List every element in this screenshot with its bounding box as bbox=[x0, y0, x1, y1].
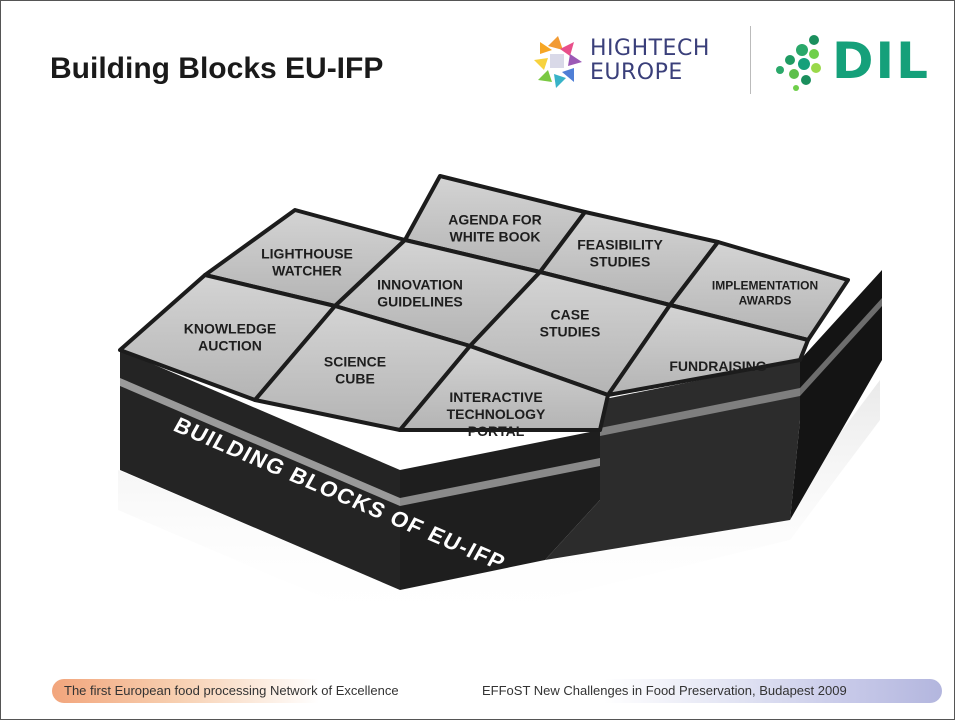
block-label: TECHNOLOGY bbox=[447, 406, 546, 422]
footer-right-text: EFFoST New Challenges in Food Preservati… bbox=[482, 683, 847, 698]
base-stripe-right-side bbox=[800, 298, 882, 396]
block-label: FUNDRAISING bbox=[669, 358, 766, 374]
base-stripe-center bbox=[400, 458, 600, 506]
dil-logo: DIL bbox=[768, 28, 943, 94]
block-label: INTERACTIVE bbox=[449, 389, 542, 405]
block-tile bbox=[606, 303, 810, 397]
block-label: CASE bbox=[551, 306, 590, 322]
hightech-line1: HIGHTECH bbox=[590, 36, 710, 61]
slide-title: Building Blocks EU-IFP bbox=[50, 52, 384, 85]
block-label: SCIENCE bbox=[324, 353, 386, 369]
block-label: WHITE BOOK bbox=[450, 228, 541, 244]
block-label: PORTAL bbox=[468, 423, 525, 439]
hightech-europe-wordmark: HIGHTECH EUROPE bbox=[590, 37, 710, 85]
base-front-right-face bbox=[545, 360, 800, 560]
footer-bar: The first European food processing Netwo… bbox=[52, 679, 942, 703]
base-right-side-face bbox=[790, 270, 882, 520]
block-tile bbox=[398, 344, 610, 432]
block-label: CUBE bbox=[335, 370, 375, 386]
logo-divider bbox=[750, 26, 751, 94]
hightech-europe-logo: HIGHTECH EUROPE bbox=[530, 30, 740, 92]
footer-left-text: The first European food processing Netwo… bbox=[64, 683, 399, 698]
star-burst-icon bbox=[534, 36, 582, 88]
dot-mosaic-icon bbox=[776, 35, 821, 91]
base-stripe-left bbox=[120, 378, 400, 506]
block-label: AGENDA FOR bbox=[448, 211, 542, 227]
block-label: STUDIES bbox=[540, 323, 601, 339]
block-label: INNOVATION bbox=[377, 276, 463, 292]
block-label: AUCTION bbox=[198, 337, 262, 353]
hightech-line2: EUROPE bbox=[590, 60, 683, 85]
block-label: IMPLEMENTATION bbox=[712, 279, 818, 293]
base-stripe-right bbox=[600, 388, 800, 436]
block-label: FEASIBILITY bbox=[577, 236, 663, 252]
block-label: STUDIES bbox=[590, 253, 651, 269]
ground-shadow bbox=[118, 380, 880, 630]
block-label: GUIDELINES bbox=[377, 293, 463, 309]
dil-wordmark: DIL bbox=[832, 32, 930, 90]
block-label: LIGHTHOUSE bbox=[261, 245, 353, 261]
block-label: AWARDS bbox=[739, 294, 792, 308]
block-label: WATCHER bbox=[272, 262, 342, 278]
block-label: KNOWLEDGE bbox=[184, 320, 277, 336]
